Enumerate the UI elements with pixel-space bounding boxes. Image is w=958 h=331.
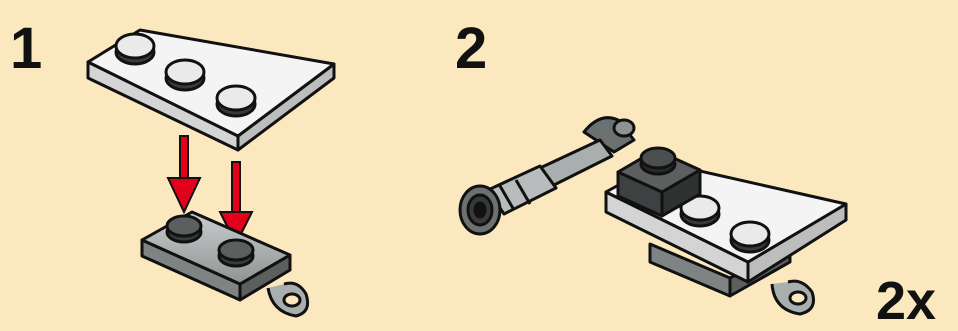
wedge-plate-white-step1 (88, 30, 334, 150)
assembled-part-step2 (460, 118, 846, 314)
clip-plate-gray-step1 (142, 212, 308, 316)
